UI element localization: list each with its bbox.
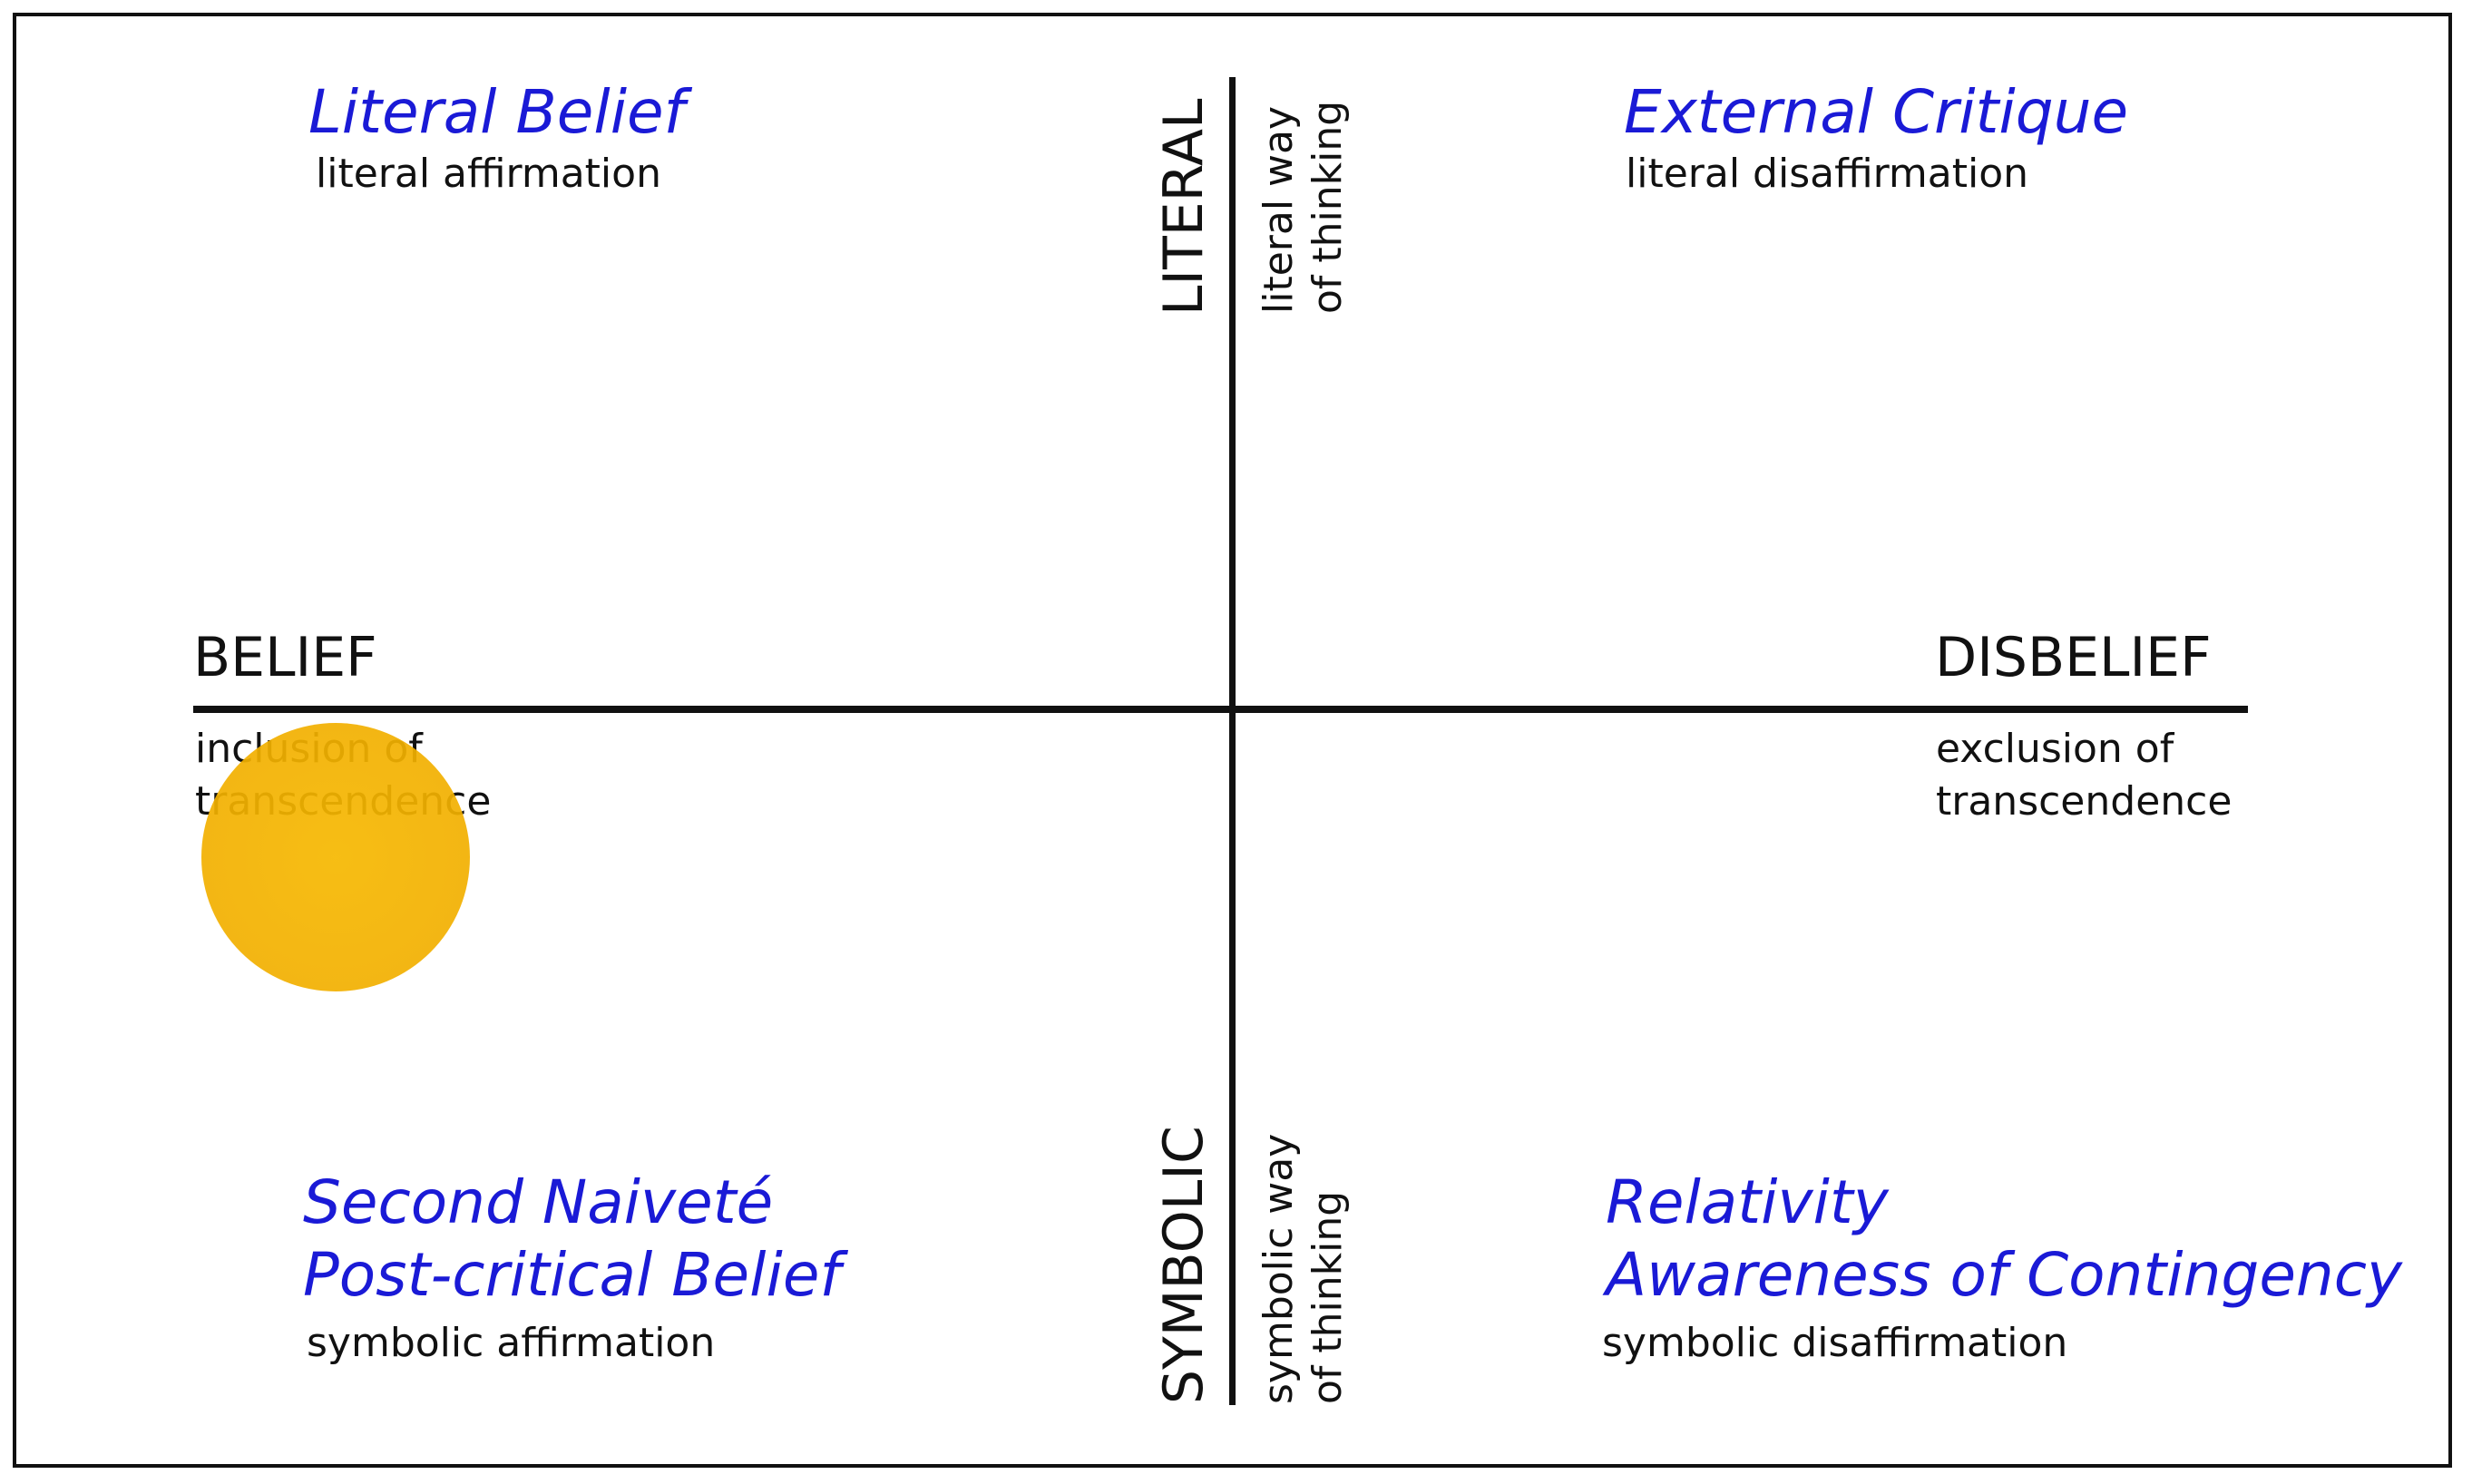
quadrant-subtitle-symbolic-disaffirmation: symbolic disaffirmation: [1602, 1320, 2068, 1366]
quadrant-title-external-critique: External Critique: [1624, 77, 2129, 147]
vertical-axis-line: [1229, 77, 1236, 1405]
axis-label-literal: LITERAL: [1152, 98, 1216, 316]
quadrant-subtitle-literal-disaffirmation: literal disaffirmation: [1626, 151, 2029, 197]
axis-label-symbolic: SYMBOLIC: [1152, 1126, 1216, 1404]
horizontal-axis-line: [193, 706, 2248, 713]
quadrant-subtitle-literal-affirmation: literal affirmation: [316, 151, 661, 197]
quadrant-title-second-naivete: Second Naiveté: [303, 1167, 774, 1237]
axis-label-belief: BELIEF: [193, 626, 377, 689]
quadrant-title-awareness-of-contingency: Awareness of Contingency: [1606, 1240, 2403, 1310]
axis-desc-literal-line2: of thinking: [1304, 100, 1351, 314]
axis-desc-symbolic-line1: symbolic way: [1256, 1133, 1302, 1404]
axis-label-disbelief: DISBELIEF: [1935, 626, 2212, 689]
quadrant-title-literal-belief: Literal Belief: [308, 77, 685, 147]
quadrant-title-relativity: Relativity: [1606, 1167, 1889, 1237]
axis-desc-exclusion-line1: exclusion of: [1936, 726, 2174, 772]
quadrant-title-post-critical-belief: Post-critical Belief: [303, 1240, 841, 1310]
quadrant-subtitle-symbolic-affirmation: symbolic affirmation: [307, 1320, 716, 1366]
axis-desc-literal-line1: literal way: [1256, 105, 1302, 314]
axis-desc-symbolic-line2: of thinking: [1304, 1190, 1351, 1404]
axis-desc-exclusion-line2: transcendence: [1936, 778, 2233, 825]
position-marker-circle: [201, 723, 470, 991]
